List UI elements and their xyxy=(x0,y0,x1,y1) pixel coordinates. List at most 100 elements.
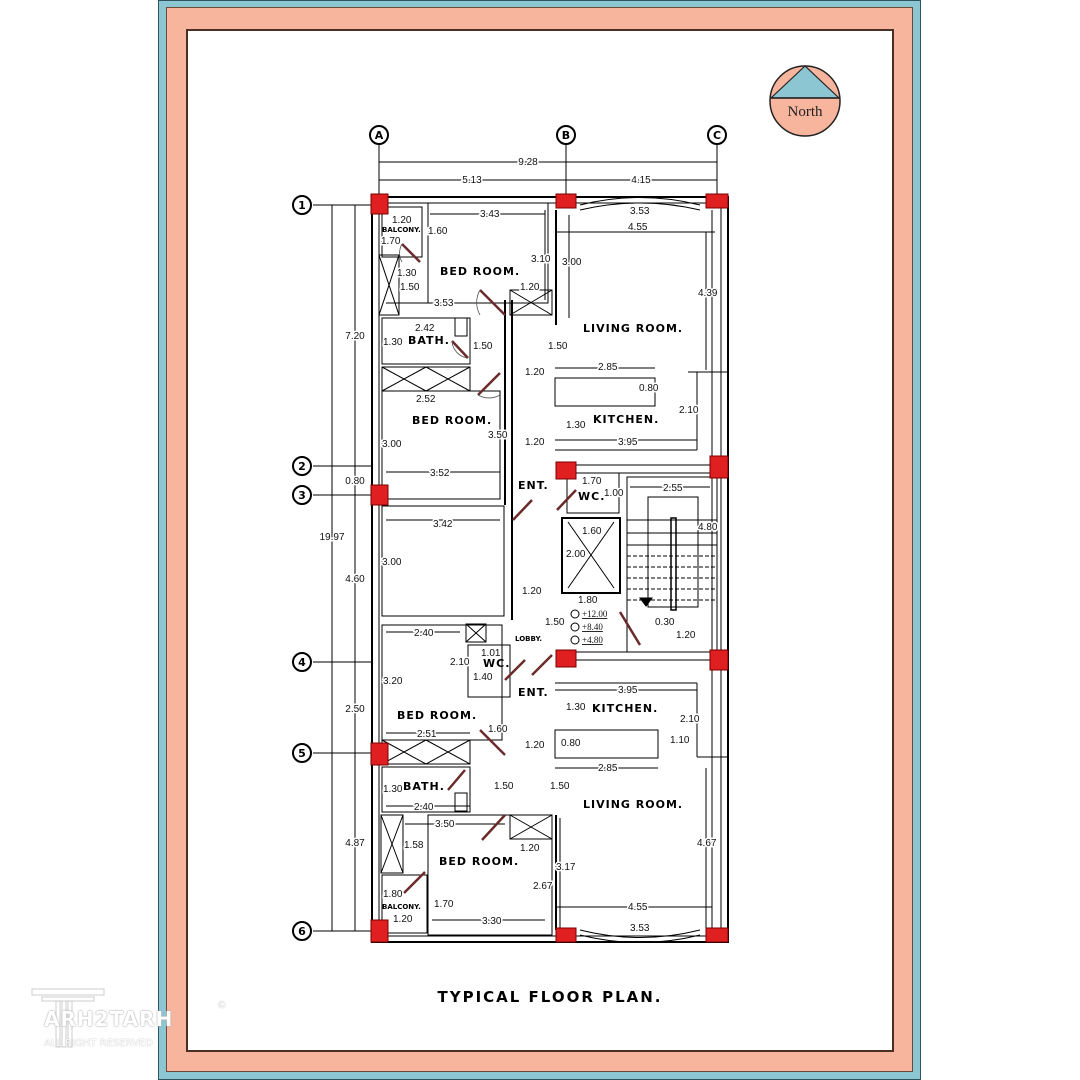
dim-label: 3.17 xyxy=(556,862,576,873)
dim-label: 1.40 xyxy=(473,672,493,683)
column-a5 xyxy=(370,742,389,766)
dim-label: 1.70 xyxy=(582,476,602,487)
north-arrow-icon: North xyxy=(769,65,841,137)
room-label-kitchen-1: KITCHEN. xyxy=(593,413,659,426)
dim-label: 2.67 xyxy=(533,881,553,892)
dim-label: 1.20 xyxy=(520,282,540,293)
room-label-living-1: LIVING ROOM. xyxy=(583,322,683,335)
dim-label: 4.39 xyxy=(698,288,718,299)
dim-label: 1.10 xyxy=(670,735,690,746)
watermark-brand: ARH2TARH xyxy=(44,1007,174,1031)
room-label-balcony-2: BALCONY. xyxy=(382,903,421,911)
dim-label: 1.20 xyxy=(520,843,540,854)
door xyxy=(618,611,642,646)
dim-label: 2.00 xyxy=(566,549,586,560)
grid-bubble-3 xyxy=(292,485,312,505)
dim-label: 3.53 xyxy=(434,298,454,309)
room-label-bedroom-3: BED ROOM. xyxy=(397,709,477,722)
dim-label: 3.43 xyxy=(480,209,500,220)
dim-label: 3.95 xyxy=(618,437,638,448)
watermark-logo-icon xyxy=(31,988,105,1048)
door xyxy=(479,289,506,316)
dim-label: 2.10 xyxy=(679,405,699,416)
grid-label-2: 2 xyxy=(298,460,306,473)
dim-label: 1.30 xyxy=(383,784,403,795)
dim-label: 2.51 xyxy=(417,729,437,740)
column-b4 xyxy=(555,649,577,668)
grid-label-6: 6 xyxy=(298,925,306,938)
column-b1 xyxy=(555,193,577,209)
dim-r2-r3: 0.80 xyxy=(345,476,365,487)
grid-label-3: 3 xyxy=(298,489,306,502)
wardrobe xyxy=(381,739,471,765)
dim-r3-r4: 4.60 xyxy=(345,574,365,585)
grid-label-c: C xyxy=(713,129,721,142)
level-label: +8.40 xyxy=(582,622,603,632)
dim-label: 3.10 xyxy=(531,254,551,265)
grid-bubble-b xyxy=(556,125,576,145)
dim-b-c: 4.15 xyxy=(631,175,651,186)
column-b2 xyxy=(555,461,577,480)
dim-label: 1.30 xyxy=(397,268,417,279)
dim-label: 1.58 xyxy=(404,840,424,851)
dim-label: 1.30 xyxy=(383,337,403,348)
dim-label: 1.20 xyxy=(676,630,696,641)
dim-label: 3.52 xyxy=(430,468,450,479)
dim-label: 1.50 xyxy=(400,282,420,293)
room-label-bath-1: BATH. xyxy=(408,334,450,347)
grid-label-a: A xyxy=(375,129,384,142)
room-label-kitchen-2: KITCHEN. xyxy=(592,702,658,715)
dim-label: 1.00 xyxy=(604,488,624,499)
column-c6 xyxy=(705,927,729,943)
dim-r5-r6: 4.87 xyxy=(345,838,365,849)
dim-label: 3.00 xyxy=(382,439,402,450)
door xyxy=(531,654,553,676)
dim-label: 1.70 xyxy=(434,899,454,910)
dim-label: 4.80 xyxy=(698,522,718,533)
elevator-shaft xyxy=(561,517,621,594)
dim-label: 1.70 xyxy=(381,236,401,247)
grid-bubble-1 xyxy=(292,195,312,215)
dim-label: 2.10 xyxy=(680,714,700,725)
curved-window-bottom xyxy=(579,934,701,943)
dim-label: 1.20 xyxy=(392,215,412,226)
structural-columns xyxy=(370,193,729,943)
level-marker-icon xyxy=(570,635,580,645)
dim-label: 1.20 xyxy=(393,914,413,925)
grid-bubble-2 xyxy=(292,456,312,476)
doors xyxy=(401,243,642,894)
dim-label: 1.30 xyxy=(566,420,586,431)
room-label-ent-1: ENT. xyxy=(518,479,549,492)
dim-label: 2.52 xyxy=(416,394,436,405)
curved-window-top xyxy=(579,197,701,206)
dim-label: 3.42 xyxy=(433,519,453,530)
dim-label: 1.60 xyxy=(582,526,602,537)
dim-total-width: 9.28 xyxy=(518,157,538,168)
grid-bubble-a xyxy=(369,125,389,145)
grid-label-5: 5 xyxy=(298,747,306,760)
wardrobe xyxy=(378,254,400,316)
door xyxy=(481,814,506,841)
dim-label: 1.30 xyxy=(566,702,586,713)
north-label: North xyxy=(788,104,823,120)
grid-label-4: 4 xyxy=(298,656,306,669)
room-label-bath-2: BATH. xyxy=(403,780,445,793)
grid-label-b: B xyxy=(562,129,570,142)
watermark-subtitle: ALL RIGHT RESERVED xyxy=(44,1038,153,1049)
dim-label: 2.85 xyxy=(598,362,618,373)
dim-label: 1.80 xyxy=(578,595,598,606)
dim-r4-r5: 2.50 xyxy=(345,704,365,715)
column-c4 xyxy=(709,649,729,671)
dim-label: 2.42 xyxy=(415,323,435,334)
kitchen-counter xyxy=(554,377,656,407)
dim-label: 0.30 xyxy=(655,617,675,628)
dim-label: 3.20 xyxy=(383,676,403,687)
level-marker-icon xyxy=(570,609,580,619)
dim-label: 1.20 xyxy=(522,586,542,597)
room-label-wc-1: WC. xyxy=(578,490,605,503)
grid-bubble-6 xyxy=(292,921,312,941)
dim-label: 4.55 xyxy=(628,902,648,913)
dim-label: 1.80 xyxy=(383,889,403,900)
dim-label: 4.67 xyxy=(697,838,717,849)
room-label-lobby: LOBBY. xyxy=(515,635,542,643)
